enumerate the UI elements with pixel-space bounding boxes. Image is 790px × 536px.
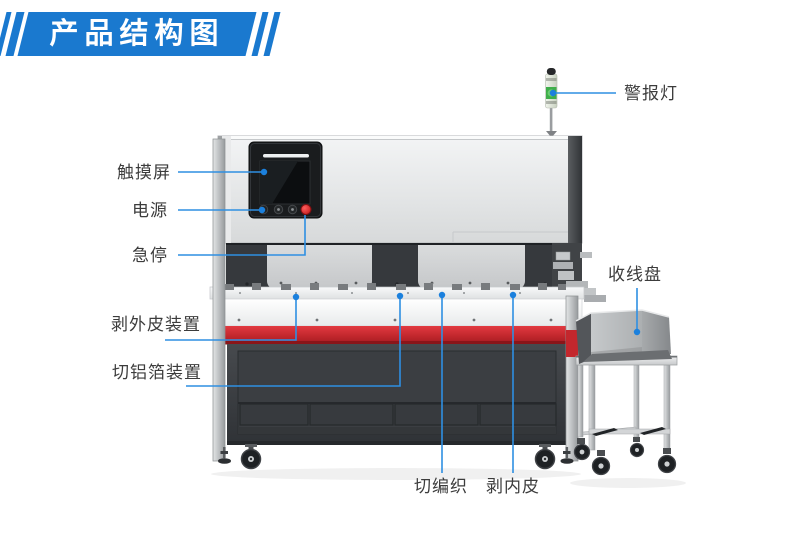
- caster-wheel: [240, 444, 262, 470]
- stand-caster: [591, 450, 611, 476]
- machine-shadow: [211, 468, 581, 480]
- guard-window: [418, 245, 525, 289]
- stand-caster: [573, 438, 591, 461]
- emergency-stop-button: [300, 204, 312, 215]
- callout-line-outer-stripper: [165, 300, 297, 341]
- alarm-light-cap: [546, 68, 556, 75]
- label-outer-sheath-stripper: 剥外皮装置: [111, 315, 201, 334]
- left-leg: [212, 138, 226, 462]
- control-panel: [248, 141, 323, 219]
- label-touch-screen: 触摸屏: [117, 163, 171, 182]
- leveling-foot: [218, 447, 231, 464]
- stand-caster: [629, 437, 645, 458]
- callout-line-emergency-stop: [178, 215, 306, 256]
- label-emergency-stop: 急停: [132, 246, 168, 265]
- callout-dots: [258, 89, 641, 336]
- work-surface: [209, 283, 585, 300]
- base-panels: [239, 403, 557, 426]
- callouts: [165, 92, 638, 473]
- panel-button: [287, 204, 298, 215]
- panel-slot: [263, 154, 309, 158]
- leveling-foot: [560, 447, 574, 464]
- stand-shadow: [570, 478, 686, 488]
- alarm-light: [545, 68, 558, 137]
- stand-frame: [575, 355, 678, 451]
- wire-outlet-mechanism: [552, 243, 606, 302]
- screw-dots: [237, 318, 553, 322]
- fixture-row: [224, 283, 566, 290]
- red-band: [215, 326, 577, 345]
- panel-button: [273, 204, 284, 215]
- surface-dots: [239, 292, 521, 294]
- fascia-band: [213, 298, 583, 327]
- callout-line-foil-cutter: [186, 299, 401, 387]
- red-band-side-return: [566, 330, 578, 357]
- label-power: 电源: [132, 201, 168, 220]
- label-braid-cutter: 切编织: [414, 477, 468, 496]
- label-alarm-light: 警报灯: [624, 84, 678, 103]
- label-foil-cutter: 切铝箔装置: [112, 363, 202, 382]
- touch-screen: [259, 160, 311, 205]
- label-inner-sheath-stripper: 剥内皮: [486, 477, 540, 496]
- stand-caster: [657, 448, 677, 474]
- label-takeup-tray: 收线盘: [608, 265, 662, 284]
- guard-window: [267, 245, 372, 289]
- caster-wheel: [534, 444, 556, 470]
- wire-takeup-tray: [575, 309, 672, 364]
- base-cabinet: [227, 344, 566, 445]
